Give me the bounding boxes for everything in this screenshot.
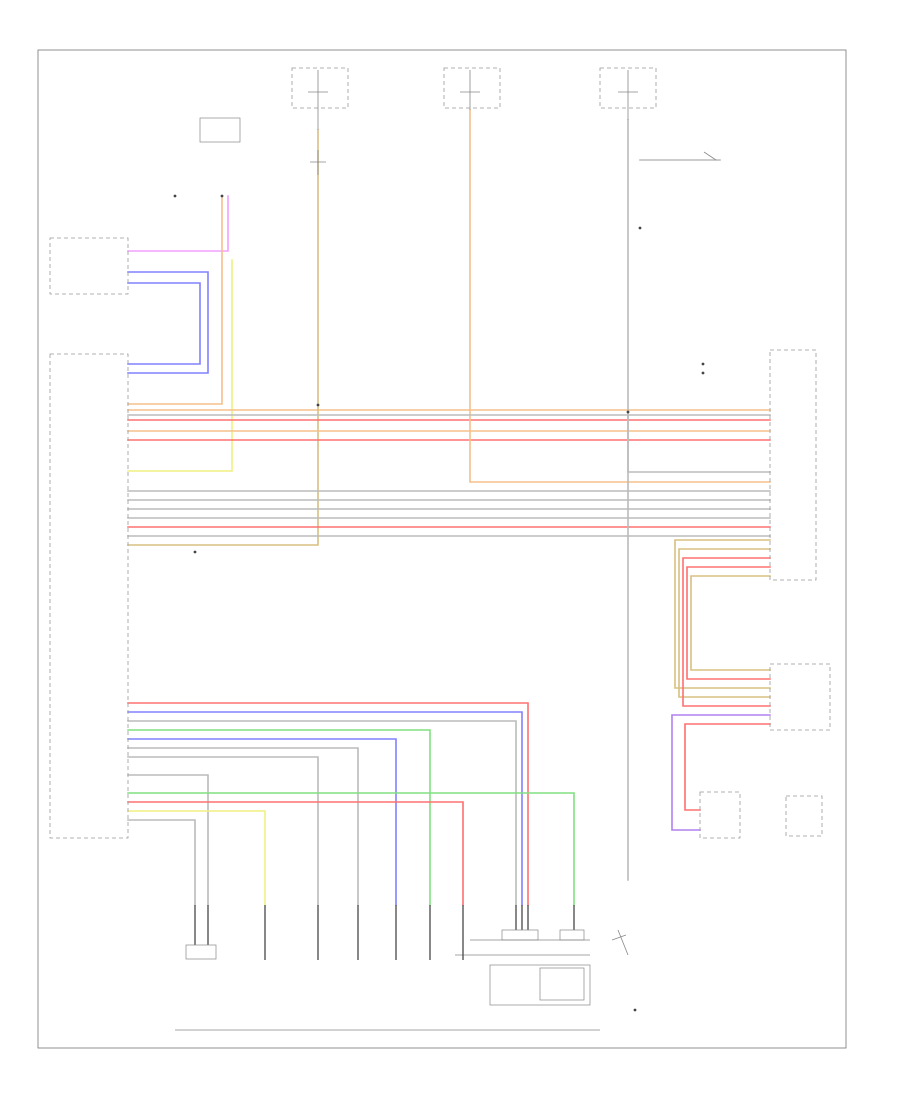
wire-red: [686, 566, 771, 680]
fuse-block-center: [443, 67, 501, 109]
wire-pink: [127, 195, 229, 252]
wire-tan: [678, 548, 771, 698]
wire-red: [682, 557, 771, 707]
wire-green: [127, 792, 575, 906]
right-connector-block-lower: [769, 663, 831, 731]
selector-switch: [699, 791, 741, 839]
selector-switch-right: [785, 795, 823, 837]
fuse-symbols: [308, 70, 717, 956]
wire-yellow: [127, 810, 266, 906]
wire-red: [127, 702, 529, 906]
wire-orange: [127, 195, 223, 405]
wire-gray: [127, 720, 517, 906]
wire-green: [127, 729, 431, 906]
sensor-components: [185, 929, 585, 960]
wire-tan: [674, 539, 771, 689]
fuse-block-right: [599, 67, 657, 109]
sensor-stubs: [194, 905, 575, 960]
wire-gray: [127, 819, 196, 906]
wires-layer: [127, 109, 771, 906]
wire-gray: [127, 774, 209, 906]
wire-red: [127, 801, 464, 906]
transmission-sensors-block: [489, 964, 591, 1006]
wire-tan: [690, 575, 771, 671]
wire-tan: [127, 129, 319, 546]
wire-blue: [127, 711, 523, 906]
bottom-ground-bus: [175, 939, 600, 1031]
wire-blue: [127, 271, 209, 374]
wire-blue: [127, 282, 201, 365]
wire-gray: [127, 747, 359, 906]
wire-yellow: [127, 259, 233, 472]
wire-gray: [127, 756, 319, 906]
transmission-control-unit: [49, 353, 129, 839]
transmission-control-unit-upper: [49, 237, 129, 295]
splice-dots: [173, 194, 705, 1012]
wire-red: [684, 723, 771, 811]
speed-sensor-module: [539, 967, 585, 1001]
right-connector-block: [769, 349, 817, 581]
wire-blue: [127, 738, 397, 906]
diagram-frame: [37, 49, 847, 1049]
wire-purple: [671, 714, 771, 831]
wire-orange: [469, 109, 771, 483]
top-connector: [199, 117, 241, 143]
fuse-block-left: [291, 67, 349, 109]
